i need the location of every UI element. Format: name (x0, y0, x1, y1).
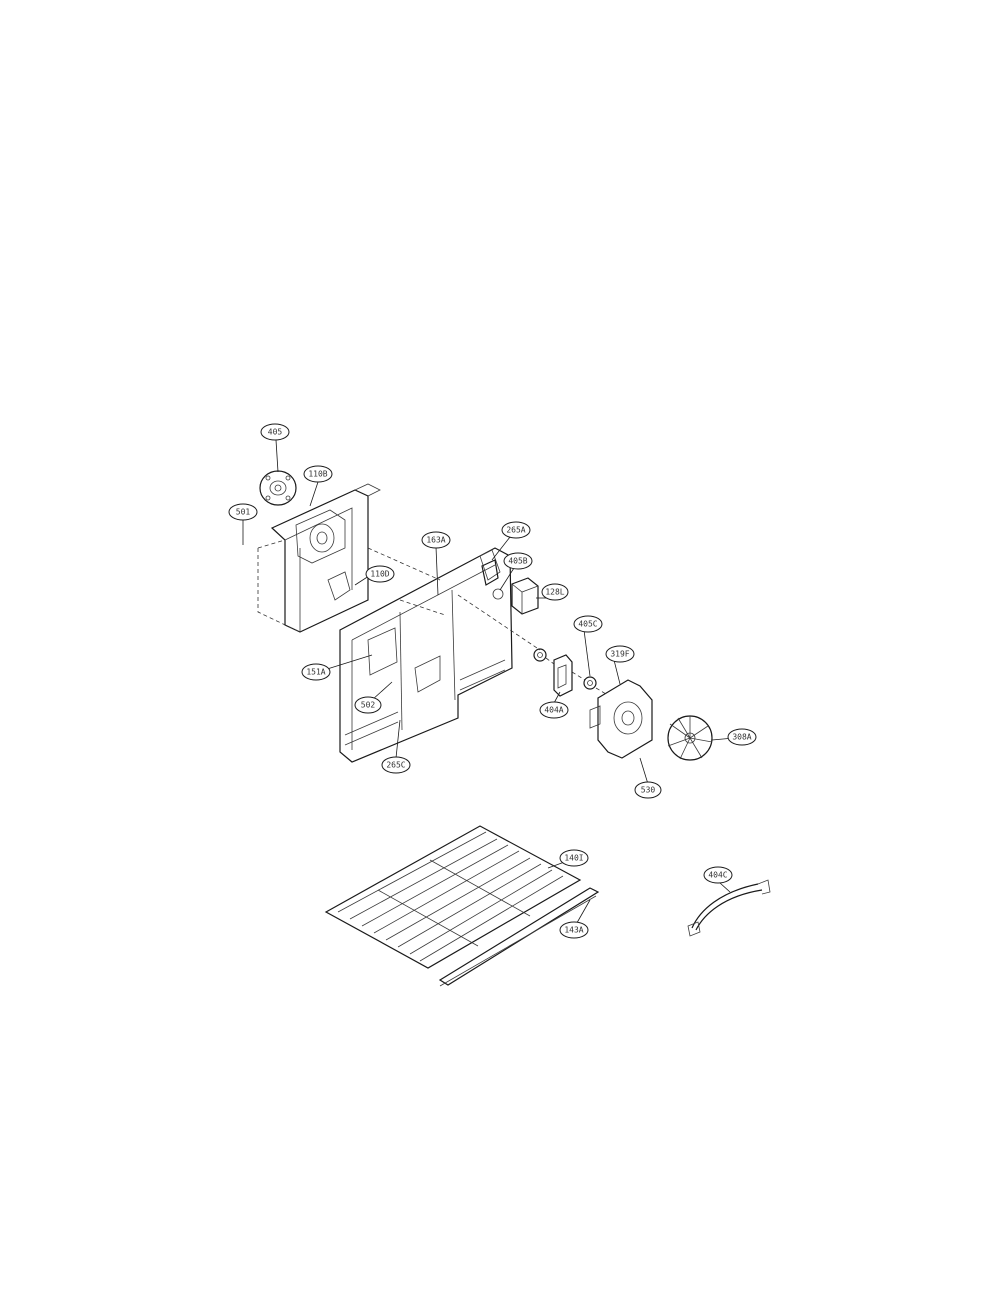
rear-evaporator-cover (339, 547, 513, 763)
callout-163a-label: 163A (426, 536, 445, 545)
callout-405b-label: 405B (508, 557, 527, 566)
callout-502: 502 (354, 696, 382, 714)
callout-128l: 128L (541, 583, 569, 601)
callout-140i-label: 140I (564, 854, 583, 863)
terminal-block (511, 577, 539, 615)
callout-265c: 265C (381, 756, 411, 774)
callout-502-label: 502 (361, 701, 376, 710)
callout-110b-label: 110B (308, 470, 327, 479)
callout-151a-label: 151A (306, 668, 325, 677)
fan-blade (667, 715, 713, 761)
callout-151a: 151A (301, 663, 331, 681)
callout-128l-label: 128L (545, 588, 564, 597)
callout-405: 405 (260, 423, 290, 441)
callout-404a-label: 404A (544, 706, 563, 715)
upper-bracket-frame (270, 483, 381, 633)
callout-265a: 265A (501, 521, 531, 539)
leader-lines (242, 439, 735, 929)
callout-308a: 308A (727, 728, 757, 746)
callout-405-label: 405 (268, 428, 283, 437)
callout-404c-label: 404C (708, 871, 727, 880)
callout-110d: 110D (365, 565, 395, 583)
thermostat-clip (481, 559, 504, 600)
grommet-right (583, 676, 597, 690)
callout-404c: 404C (703, 866, 733, 884)
callout-110d-label: 110D (370, 570, 389, 579)
callout-265c-label: 265C (386, 761, 405, 770)
callout-405c-label: 405C (578, 620, 597, 629)
fan-shroud (589, 679, 653, 759)
motor-bracket (553, 654, 573, 697)
grommet-left (533, 648, 547, 662)
callout-501-label: 501 (236, 508, 251, 517)
callout-405c: 405C (573, 615, 603, 633)
callout-110b: 110B (303, 465, 333, 483)
wire-harness (687, 879, 771, 937)
callout-143a: 143A (559, 921, 589, 939)
wire-shelf (324, 825, 582, 969)
assembly-dashed-lines-right (457, 594, 607, 695)
callout-163a: 163A (421, 531, 451, 549)
callout-265a-label: 265A (506, 526, 525, 535)
callout-405b: 405B (503, 552, 533, 570)
callout-308a-label: 308A (732, 733, 751, 742)
callout-530-label: 530 (641, 786, 656, 795)
callout-530: 530 (634, 781, 662, 799)
callout-143a-label: 143A (564, 926, 583, 935)
shelf-front-trim (438, 887, 600, 987)
callout-404a: 404A (539, 701, 569, 719)
callout-319f: 319F (605, 645, 635, 663)
bracket-assembly-dashed-lines (257, 539, 446, 633)
callout-140i: 140I (559, 849, 589, 867)
callout-319f-label: 319F (610, 650, 629, 659)
callout-501: 501 (228, 503, 258, 521)
motor-mount-disc (259, 470, 297, 506)
